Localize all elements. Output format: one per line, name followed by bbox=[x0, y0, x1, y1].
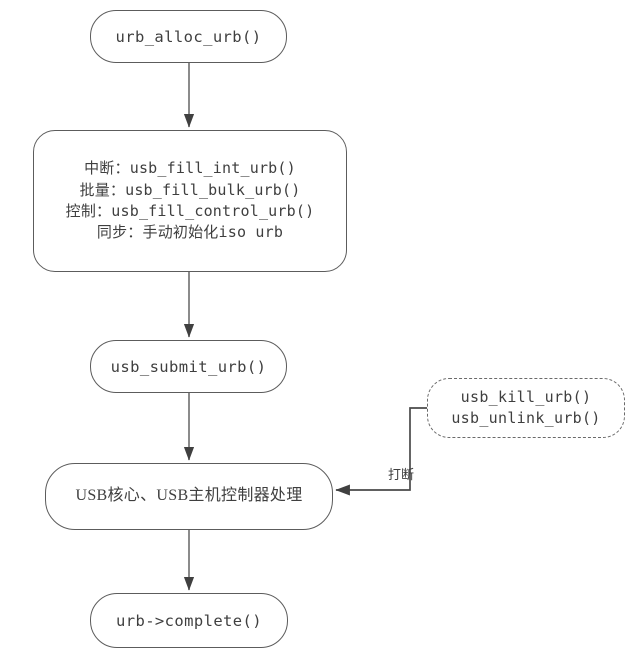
node-urb-complete[interactable]: urb->complete() bbox=[90, 593, 288, 648]
node-kill-label: usb_kill_urb() usb_unlink_urb() bbox=[451, 387, 601, 427]
edge-label-kill-to-core: 打断 bbox=[388, 468, 415, 483]
node-submit-label: usb_submit_urb() bbox=[110, 357, 267, 376]
node-usb-submit-urb[interactable]: usb_submit_urb() bbox=[90, 340, 287, 393]
edge-kill-to-core bbox=[335, 407, 427, 496]
node-core-label: USB核心、USB主机控制器处理 bbox=[75, 487, 303, 505]
node-complete-label: urb->complete() bbox=[116, 611, 262, 630]
node-alloc-label: urb_alloc_urb() bbox=[115, 27, 262, 46]
node-usb-kill-unlink-urb[interactable]: usb_kill_urb() usb_unlink_urb() bbox=[427, 378, 625, 438]
node-urb-alloc-urb[interactable]: urb_alloc_urb() bbox=[90, 10, 287, 63]
node-fill-label: 中断：usb_fill_int_urb() 批量：usb_fill_bulk_u… bbox=[65, 159, 315, 242]
node-usb-core-host-controller[interactable]: USB核心、USB主机控制器处理 bbox=[45, 463, 333, 530]
node-usb-fill-urb-variants[interactable]: 中断：usb_fill_int_urb() 批量：usb_fill_bulk_u… bbox=[33, 130, 347, 272]
